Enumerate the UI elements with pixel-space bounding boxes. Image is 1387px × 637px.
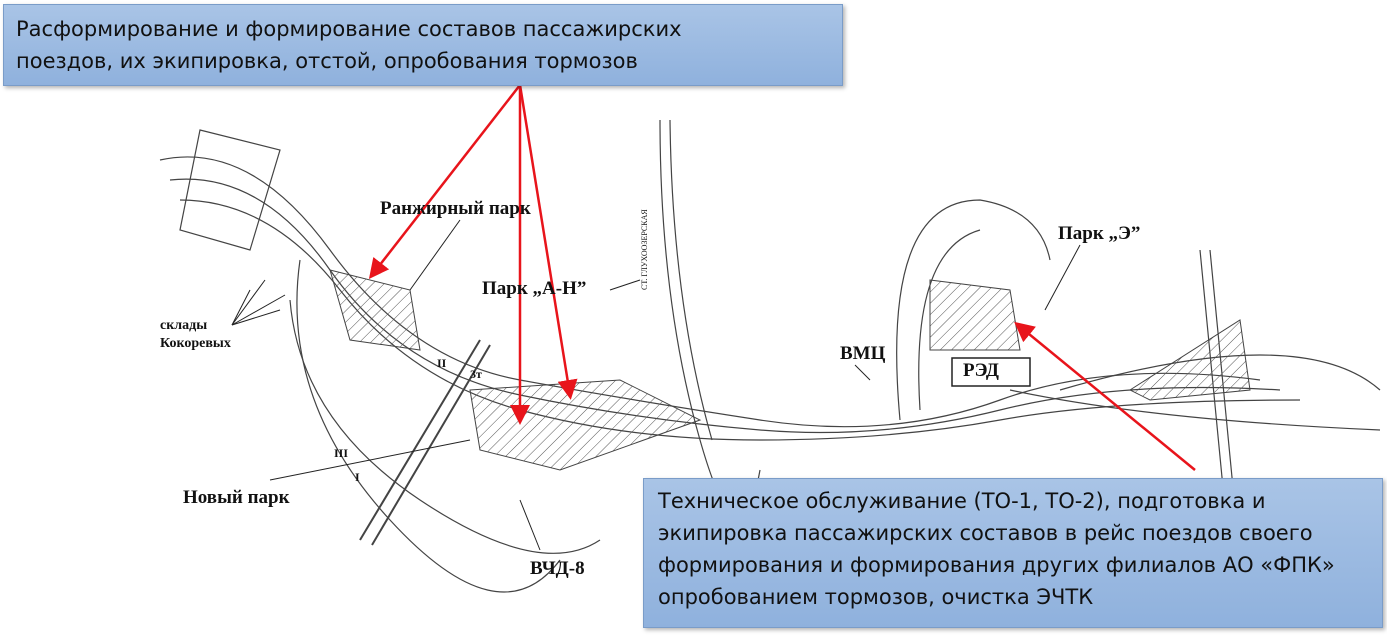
label-ranzhirny: Ранжирный парк bbox=[380, 198, 531, 219]
callout-bottom-line: экипировка пассажирских составов в рейс … bbox=[658, 521, 1313, 545]
label-iii: III bbox=[334, 446, 349, 460]
label-vmc: ВМЦ bbox=[840, 343, 886, 364]
callout-bottom: Техническое обслуживание (ТО-1, ТО-2), п… bbox=[643, 478, 1383, 628]
red-arrows bbox=[368, 84, 1196, 471]
label-noviy-park: Новый парк bbox=[183, 487, 290, 508]
callout-top: Расформирование и формирование составов … bbox=[3, 4, 843, 86]
callout-bottom-line: формирования и формирования других филиа… bbox=[658, 553, 1335, 577]
callout-top-line: Расформирование и формирование составов … bbox=[16, 17, 682, 41]
callout-bottom-line: опробованием тормозов, очистка ЭЧТК bbox=[658, 585, 1094, 609]
label-i: I bbox=[355, 470, 360, 484]
label-red: РЭД bbox=[963, 360, 999, 381]
label-ii: II bbox=[437, 356, 447, 370]
label-park-e: Парк „Э” bbox=[1058, 223, 1141, 244]
label-park-an: Парк „А-Н” bbox=[482, 278, 587, 299]
label-vchd: ВЧД-8 bbox=[530, 558, 585, 579]
callout-top-line: поездов, их экипировка, отстой, опробова… bbox=[16, 49, 638, 73]
label-kokorevykh: Кокоревых bbox=[160, 336, 231, 351]
callout-bottom-line: Техническое обслуживание (ТО-1, ТО-2), п… bbox=[658, 489, 1266, 513]
label-3t: 3т bbox=[470, 367, 482, 381]
label-station: СТ. ГЛУХООЗЕРСКАЯ bbox=[640, 209, 649, 290]
label-sklady: склады bbox=[160, 318, 208, 333]
